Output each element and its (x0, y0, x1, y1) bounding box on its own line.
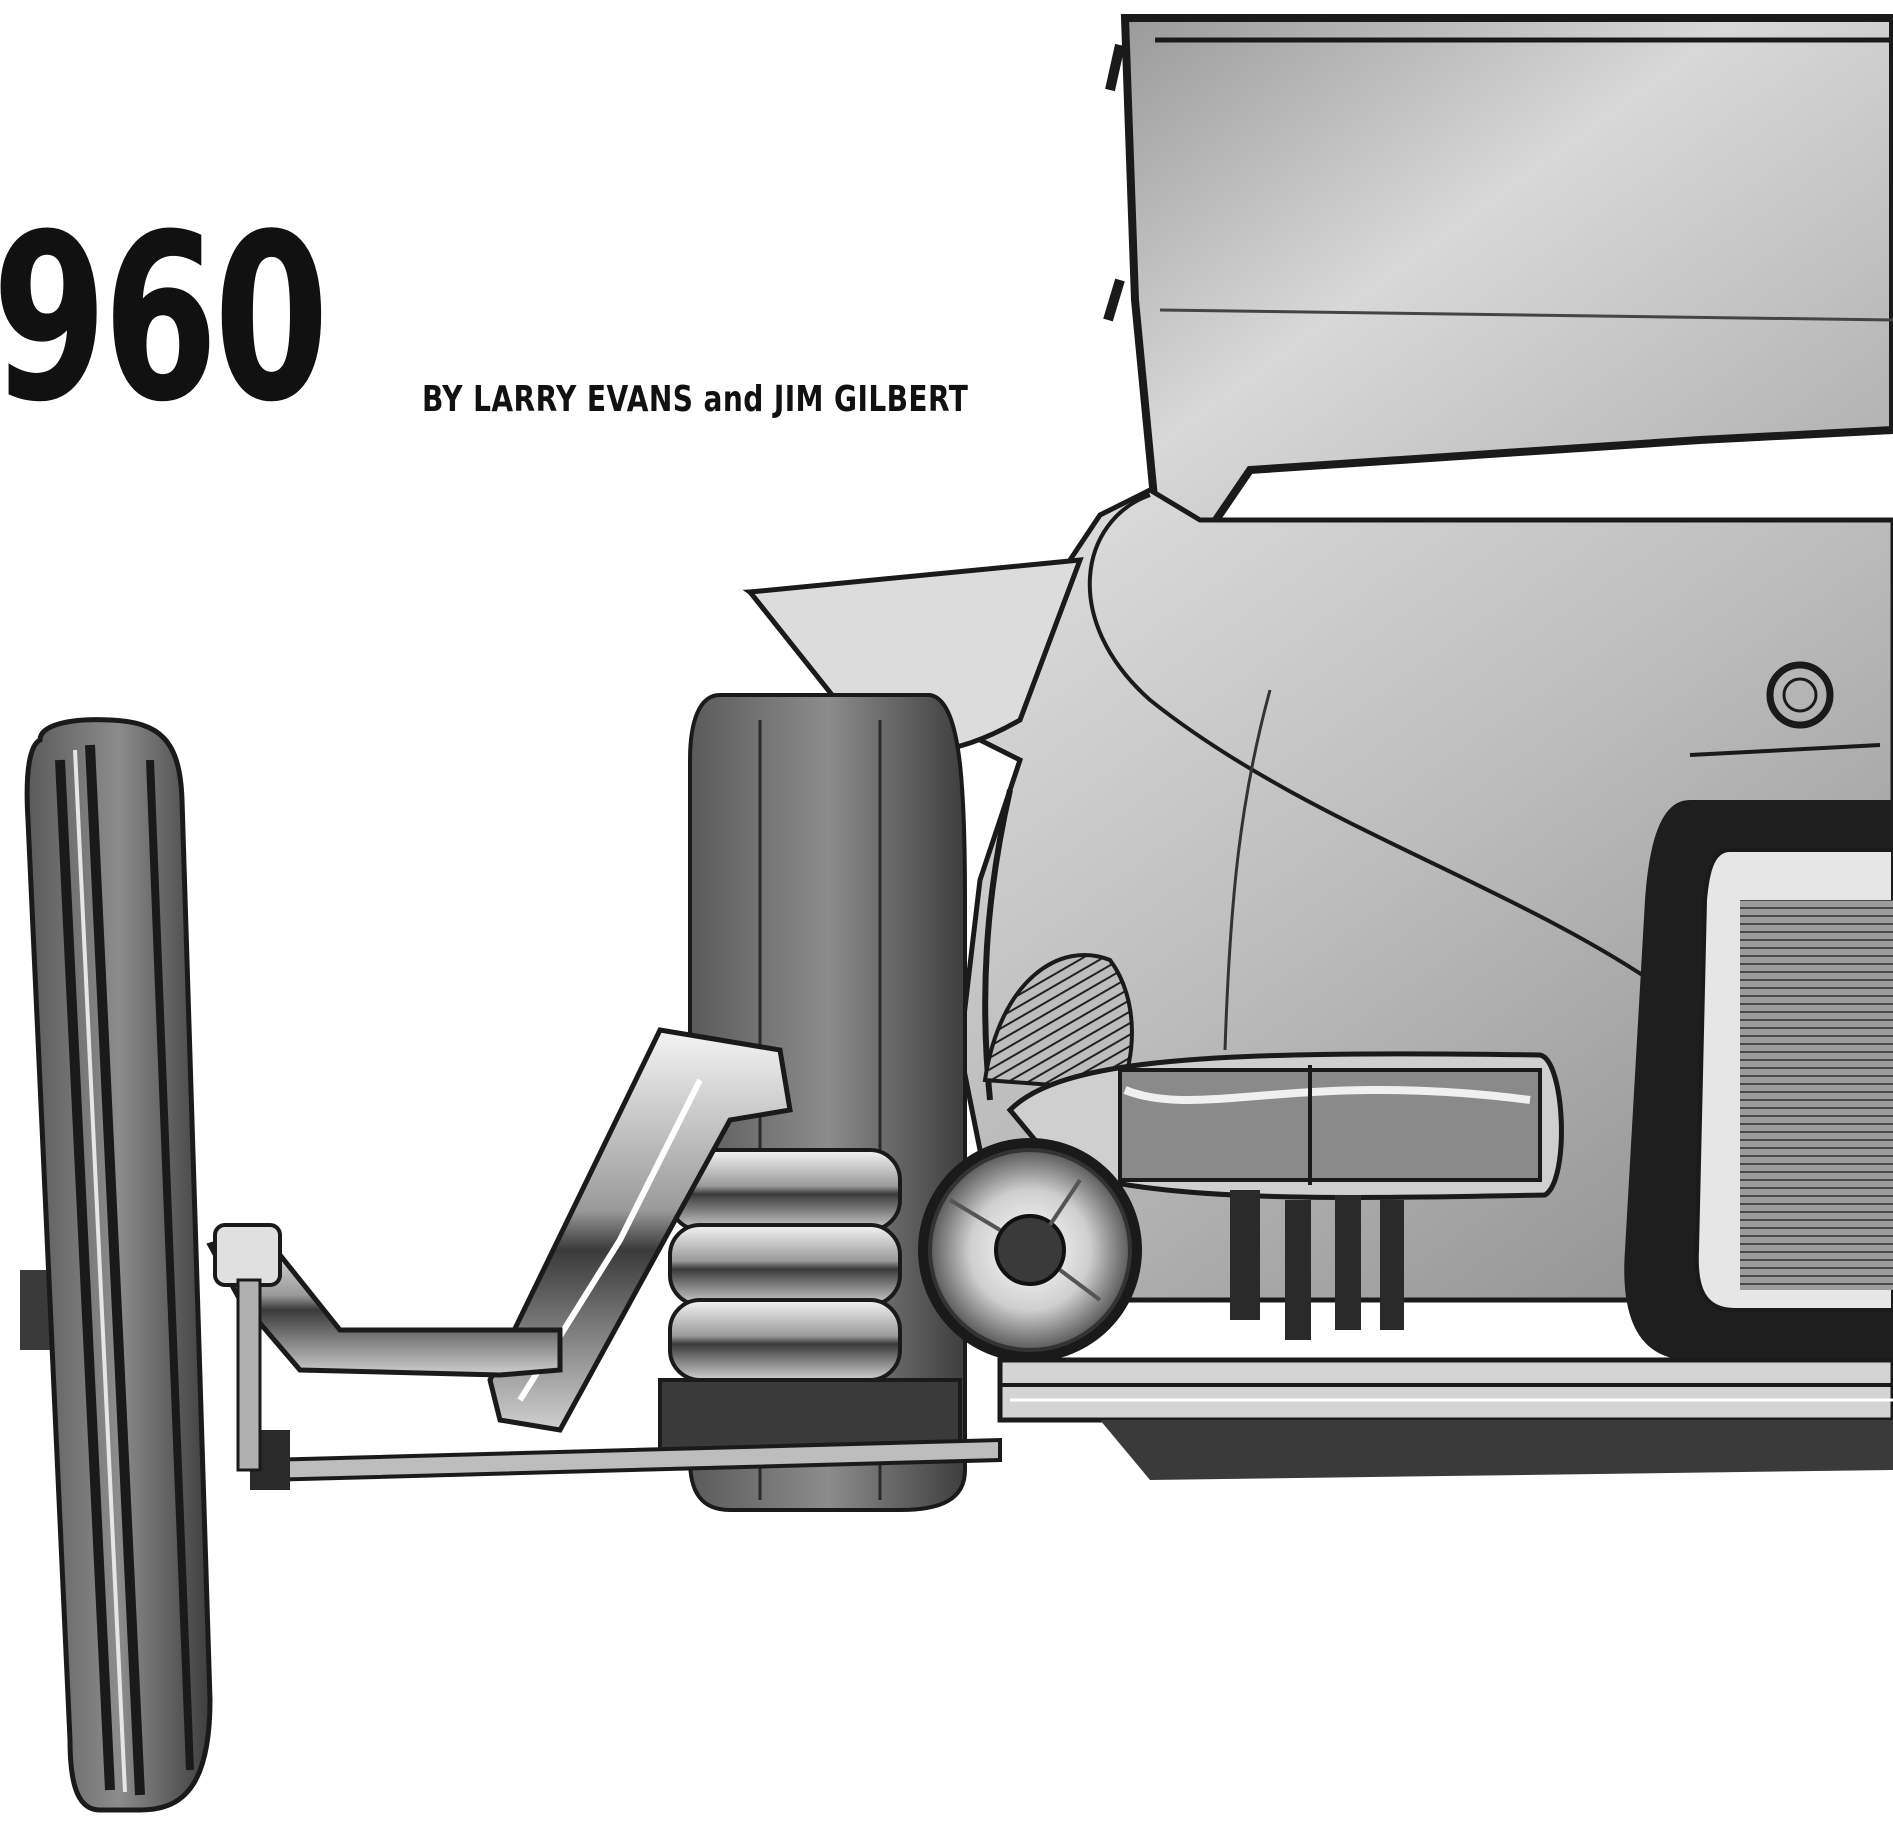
cowl-vent (982, 953, 1134, 1093)
front-axle (206, 1227, 1002, 1490)
headlight (918, 1138, 1142, 1362)
spindle (20, 1223, 282, 1472)
grille (1624, 800, 1893, 1360)
suspension-cylinders (658, 1148, 962, 1452)
headlight-nacelle (1006, 1051, 1564, 1200)
engine-details (1230, 1190, 1404, 1340)
front-wheel (24, 717, 213, 1813)
frame-rails (997, 1357, 1893, 1480)
byline: BY LARRY EVANS and JIM GILBERT (422, 379, 969, 420)
headline-year: 960 (0, 186, 329, 453)
windshield (1103, 14, 1893, 587)
